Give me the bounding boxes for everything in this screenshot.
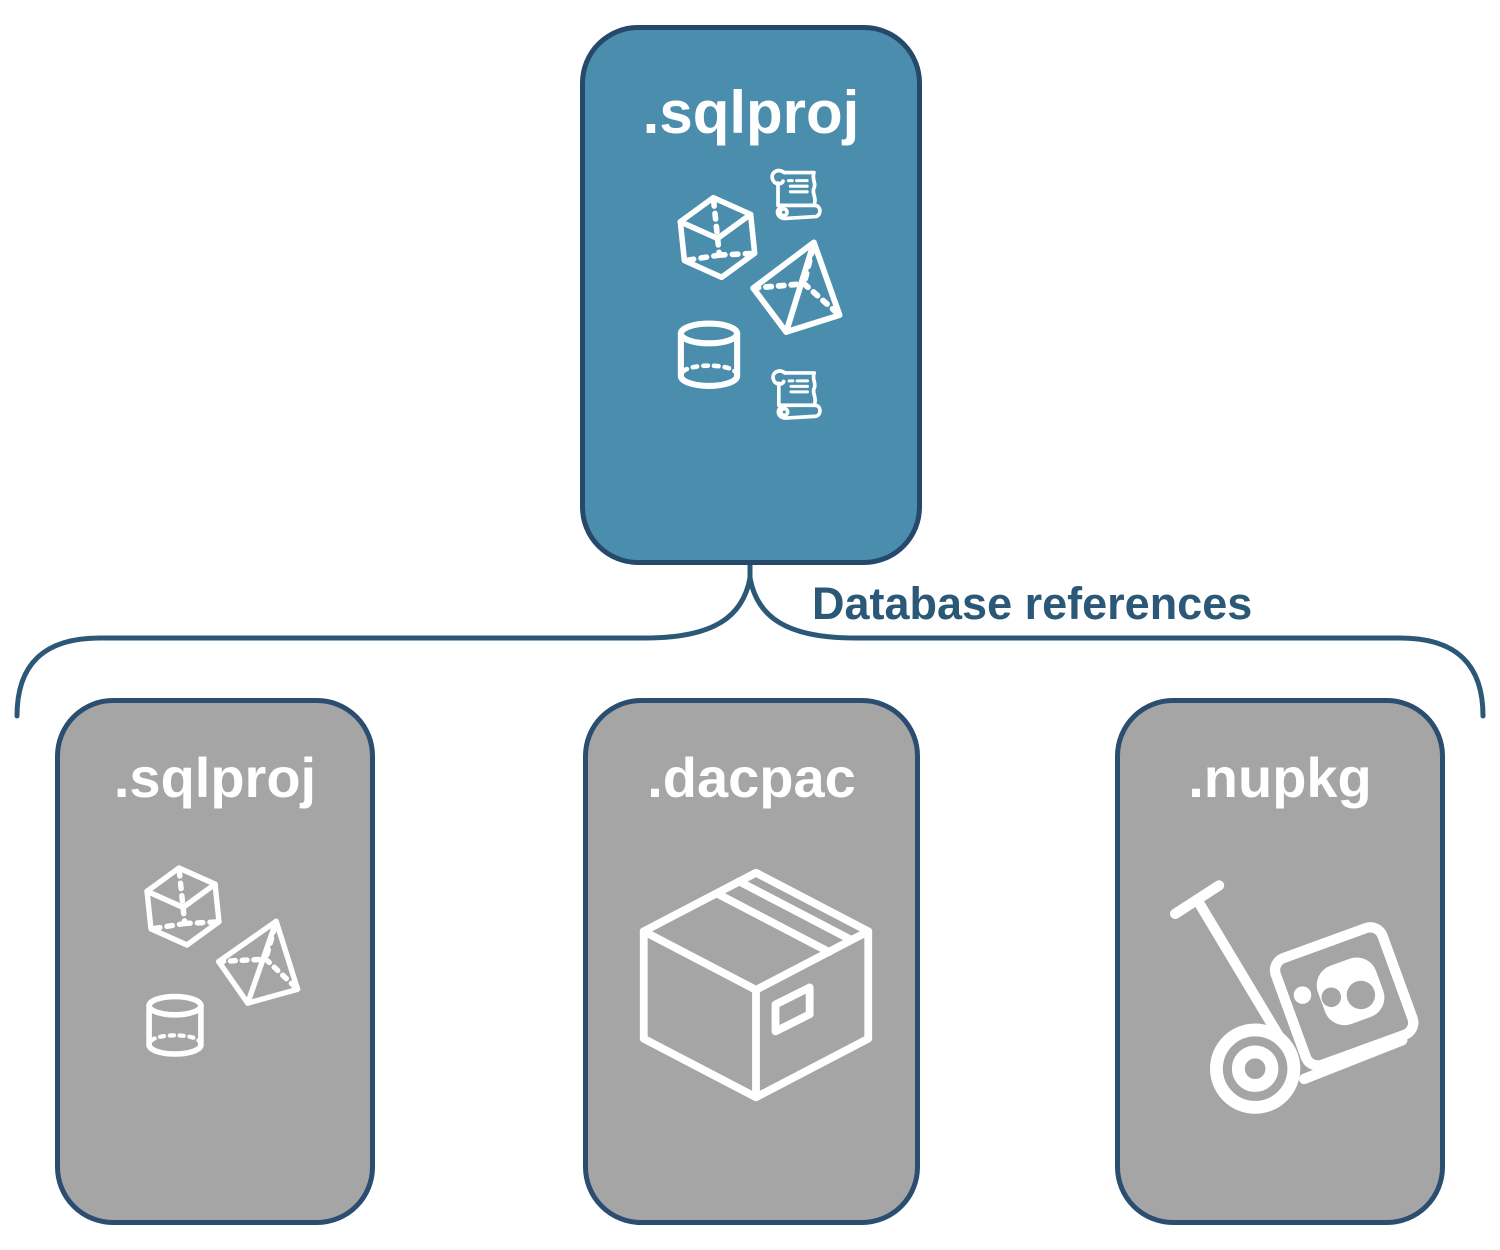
- scroll-icon: [765, 163, 827, 228]
- child-card-title: .dacpac: [647, 746, 856, 809]
- package-box-icon: [634, 847, 878, 1123]
- hand-truck-package-icon: [1170, 853, 1428, 1145]
- parent-card-title: .sqlproj: [642, 79, 860, 146]
- child-card-sqlproj: .sqlproj: [55, 698, 375, 1225]
- child-card-title: .sqlproj: [113, 746, 317, 809]
- cylinder-icon: [671, 308, 747, 403]
- parent-card-sqlproj: .sqlproj: [580, 25, 922, 565]
- cylinder-icon: [140, 983, 210, 1069]
- scroll-icon: [766, 363, 827, 428]
- pyramid-icon: [733, 224, 865, 351]
- connector-label: Database references: [812, 578, 1253, 629]
- child-card-dacpac: .dacpac: [583, 698, 920, 1225]
- child-card-nupkg: .nupkg: [1115, 698, 1445, 1225]
- child-card-title: .nupkg: [1188, 746, 1372, 809]
- pyramid-icon: [200, 902, 323, 1022]
